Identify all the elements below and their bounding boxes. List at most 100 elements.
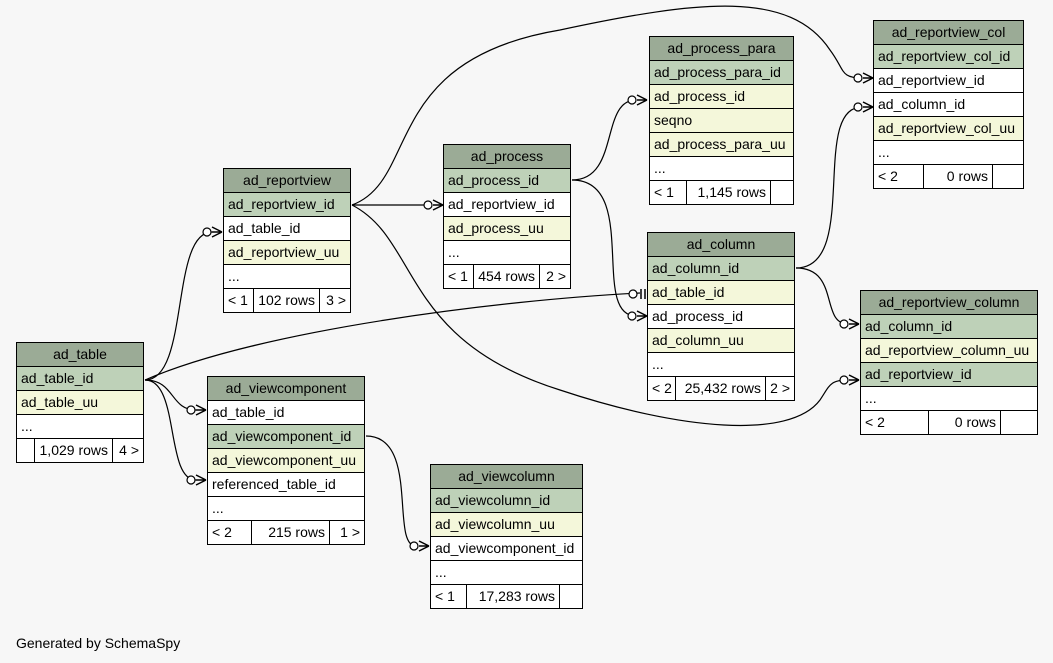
table-title[interactable]: ad_process_para xyxy=(650,37,793,61)
optional-marker xyxy=(839,319,849,329)
optional-marker xyxy=(202,227,212,237)
optional-marker xyxy=(627,311,637,321)
column-row[interactable]: ad_table_id xyxy=(17,367,143,391)
optional-marker xyxy=(853,102,863,112)
table-title[interactable]: ad_column xyxy=(648,233,794,257)
more-columns: ... xyxy=(17,415,143,439)
crow-foot-markers xyxy=(195,72,874,552)
column-row[interactable]: ad_reportview_id xyxy=(444,193,570,217)
column-row[interactable]: ad_process_para_id xyxy=(650,61,793,85)
table-footer: < 2 25,432 rows 2 > xyxy=(648,377,794,400)
row-count: 102 rows xyxy=(254,289,320,312)
column-row[interactable]: ad_table_id xyxy=(208,401,364,425)
row-count: 0 rows xyxy=(929,411,1001,434)
column-row[interactable]: ad_reportview_id xyxy=(874,69,1023,93)
table-ad-viewcolumn[interactable]: ad_viewcolumn ad_viewcolumn_id ad_viewco… xyxy=(430,464,583,609)
edge-process-column xyxy=(571,179,637,317)
children-count: 3 > xyxy=(326,292,346,308)
more-columns: ... xyxy=(874,141,1023,165)
row-count: 25,432 rows xyxy=(676,377,766,400)
table-ad-table[interactable]: ad_table ad_table_id ad_table_uu ... 1,0… xyxy=(16,342,144,463)
edge-process-processpara xyxy=(571,99,637,181)
parents-count: < 2 xyxy=(208,521,252,544)
table-footer: < 2 215 rows 1 > xyxy=(208,521,364,544)
table-footer: < 1 1,145 rows xyxy=(650,181,793,204)
table-ad-reportview[interactable]: ad_reportview ad_reportview_id ad_table_… xyxy=(223,168,351,313)
column-row[interactable]: ad_column_id xyxy=(861,315,1037,339)
column-row[interactable]: ad_reportview_col_id xyxy=(874,45,1023,69)
row-count: 1,145 rows xyxy=(687,181,771,204)
table-title[interactable]: ad_table xyxy=(17,343,143,367)
children-count: 1 > xyxy=(340,524,360,540)
column-row[interactable]: ad_viewcolumn_uu xyxy=(431,513,582,537)
column-row[interactable]: ad_viewcomponent_id xyxy=(208,425,364,449)
table-title[interactable]: ad_reportview_col xyxy=(874,21,1023,45)
column-row[interactable]: ad_column_id xyxy=(648,257,794,281)
column-row[interactable]: ad_column_id xyxy=(874,93,1023,117)
table-footer: 1,029 rows 4 > xyxy=(17,439,143,462)
column-row[interactable]: ad_table_id xyxy=(648,281,794,305)
column-row[interactable]: ad_reportview_id xyxy=(861,363,1037,387)
parents-count: < 1 xyxy=(650,181,687,204)
optional-marker xyxy=(186,405,196,415)
column-row[interactable]: ad_table_id xyxy=(224,217,350,241)
column-row[interactable]: ad_process_uu xyxy=(444,217,570,241)
column-row[interactable]: ad_viewcomponent_id xyxy=(431,537,582,561)
parents-count: < 1 xyxy=(444,265,474,288)
edge-column-reportviewcol xyxy=(795,106,863,269)
table-footer: < 1 102 rows 3 > xyxy=(224,289,350,312)
column-row[interactable]: ad_process_id xyxy=(444,169,570,193)
edge-column-reportviewcolumn xyxy=(795,267,849,325)
table-title[interactable]: ad_reportview_column xyxy=(861,291,1037,315)
more-columns: ... xyxy=(208,497,364,521)
table-title[interactable]: ad_process xyxy=(444,145,570,169)
parents-count: < 1 xyxy=(431,585,467,608)
edge-table-viewcomponent-table xyxy=(144,379,197,411)
table-title[interactable]: ad_reportview xyxy=(224,169,350,193)
column-row[interactable]: ad_viewcomponent_uu xyxy=(208,449,364,473)
edge-table-reportview xyxy=(144,231,213,381)
optional-marker xyxy=(853,73,863,83)
children-count xyxy=(1001,411,1037,434)
edge-reportview-reportviewcol xyxy=(351,5,863,206)
more-columns: ... xyxy=(224,265,350,289)
more-columns: ... xyxy=(431,561,582,585)
optional-marker xyxy=(839,375,849,385)
column-row[interactable]: ad_reportview_uu xyxy=(224,241,350,265)
children-count xyxy=(771,181,793,204)
column-row[interactable]: ad_reportview_col_uu xyxy=(874,117,1023,141)
table-ad-process-para[interactable]: ad_process_para ad_process_para_id ad_pr… xyxy=(649,36,794,205)
children-count: 2 > xyxy=(770,380,790,396)
optional-marker xyxy=(186,475,196,485)
table-ad-reportview-column[interactable]: ad_reportview_column ad_column_id ad_rep… xyxy=(860,290,1038,435)
row-count: 454 rows xyxy=(474,265,540,288)
table-footer: < 2 0 rows xyxy=(874,165,1023,188)
column-row[interactable]: ad_reportview_column_uu xyxy=(861,339,1037,363)
table-ad-reportview-col[interactable]: ad_reportview_col ad_reportview_col_id a… xyxy=(873,20,1024,189)
column-row[interactable]: ad_process_id xyxy=(650,85,793,109)
column-row[interactable]: ad_process_para_uu xyxy=(650,133,793,157)
table-footer: < 2 0 rows xyxy=(861,411,1037,434)
column-row[interactable]: seqno xyxy=(650,109,793,133)
children-count: 4 > xyxy=(119,442,139,458)
table-title[interactable]: ad_viewcolumn xyxy=(431,465,582,489)
more-columns: ... xyxy=(444,241,570,265)
column-row[interactable]: ad_table_uu xyxy=(17,391,143,415)
column-row[interactable]: ad_column_uu xyxy=(648,329,794,353)
table-ad-column[interactable]: ad_column ad_column_id ad_table_id ad_pr… xyxy=(647,232,795,401)
more-columns: ... xyxy=(648,353,794,377)
table-title[interactable]: ad_viewcomponent xyxy=(208,377,364,401)
optional-marker xyxy=(628,289,638,299)
table-ad-viewcomponent[interactable]: ad_viewcomponent ad_table_id ad_viewcomp… xyxy=(207,376,365,545)
generated-by-credit: Generated by SchemaSpy xyxy=(16,635,181,651)
edge-table-viewcomponent-ref xyxy=(144,379,197,481)
parents-count: < 2 xyxy=(861,411,929,434)
table-ad-process[interactable]: ad_process ad_process_id ad_reportview_i… xyxy=(443,144,571,289)
column-row[interactable]: ad_process_id xyxy=(648,305,794,329)
column-row[interactable]: referenced_table_id xyxy=(208,473,364,497)
parents-count xyxy=(17,439,35,462)
parents-count: < 2 xyxy=(874,165,924,188)
column-row[interactable]: ad_viewcolumn_id xyxy=(431,489,582,513)
edge-viewcomponent-viewcolumn xyxy=(365,435,417,547)
column-row[interactable]: ad_reportview_id xyxy=(224,193,350,217)
